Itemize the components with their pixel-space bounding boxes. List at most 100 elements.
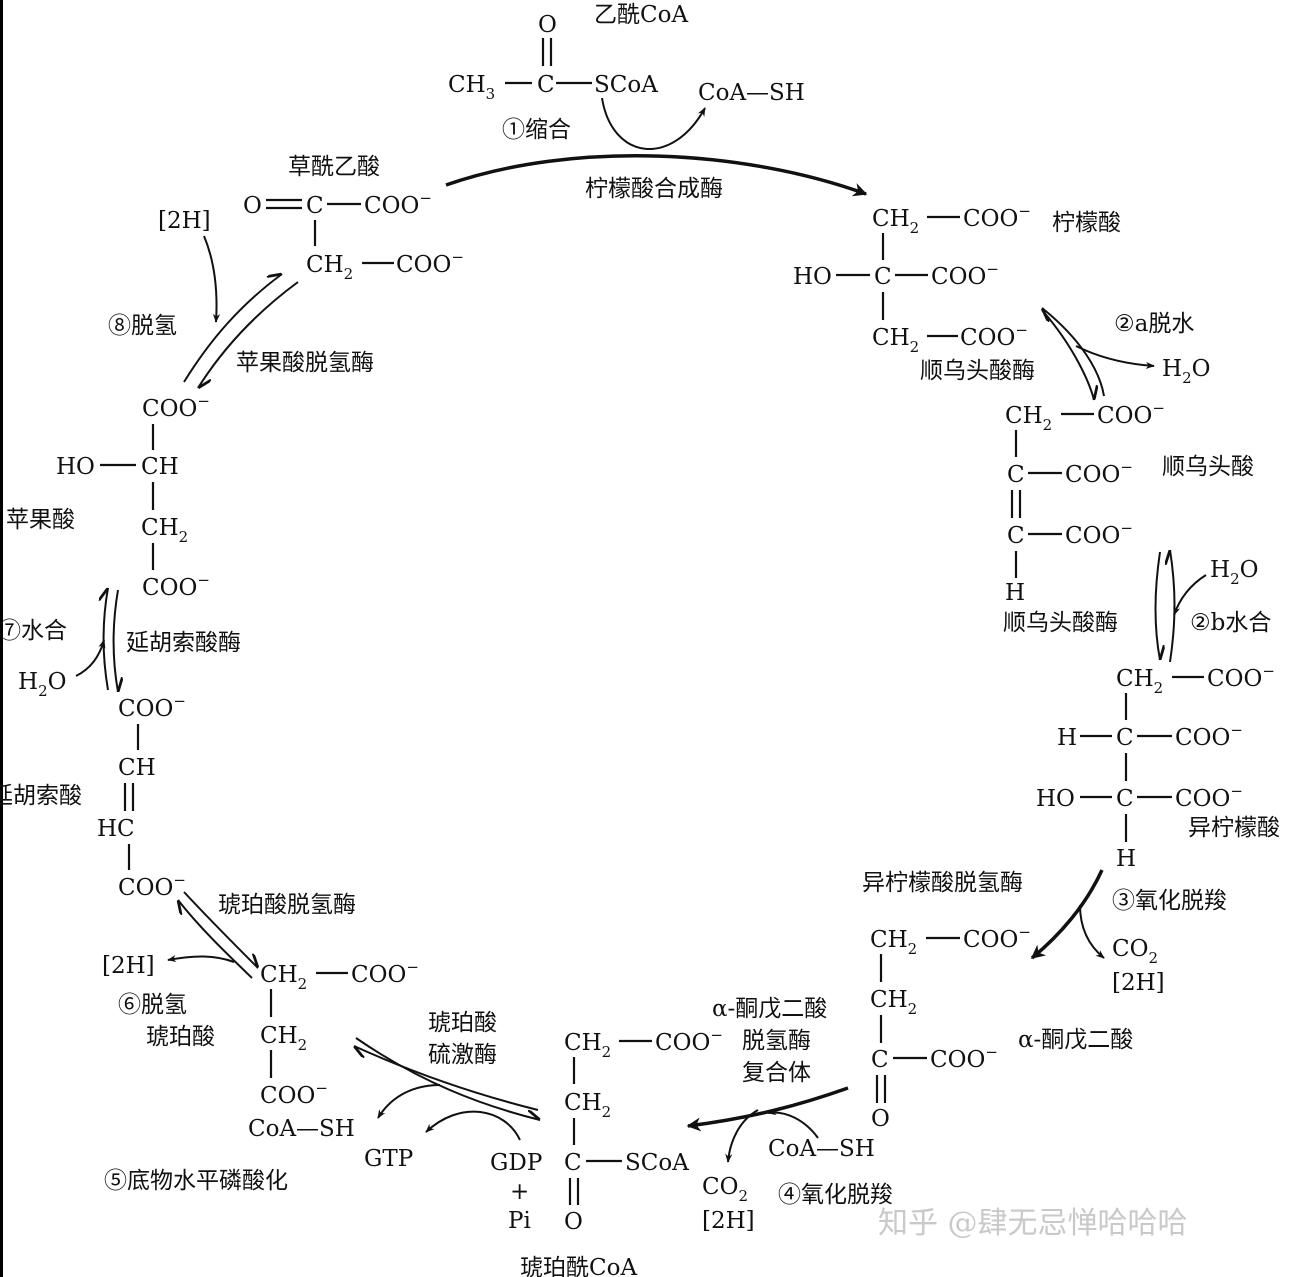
step6-h2-arrow <box>167 954 235 963</box>
step5-enzyme-line1: 琥珀酸 <box>428 1010 497 1036</box>
step8-2h: [2H] <box>158 208 211 234</box>
acetyl-coa-c: C <box>537 72 555 98</box>
oxaloacetate-name: 草酰乙酸 <box>288 154 380 180</box>
fumarate-coo-2: COO− <box>118 871 186 901</box>
acetyl-coa-ch3: CH3 <box>448 72 495 103</box>
step4-co2: CO2 <box>702 1174 748 1205</box>
acetyl-coa-name: 乙酰CoA <box>594 2 688 28</box>
step2a-arrow-forward <box>1041 309 1094 400</box>
step3-label: ③氧化脱羧 <box>1112 888 1227 914</box>
step5-coa-arrow <box>377 1084 441 1119</box>
isocitrate-name: 异柠檬酸 <box>1188 815 1280 841</box>
step6-label: ⑥脱氢 <box>118 992 187 1018</box>
succinate-name: 琥珀酸 <box>146 1024 215 1050</box>
step8-label: ⑧脱氢 <box>108 313 177 339</box>
isocitrate-h-2: H <box>1116 846 1136 872</box>
oxaloacetate-ch2: CH2 <box>306 252 353 283</box>
malate-ho: HO <box>56 454 95 480</box>
step5-arrow-forward <box>355 1037 540 1120</box>
cis-aconitate-h: H <box>1005 580 1025 606</box>
citrate-ch2-top: CH2 <box>872 206 919 237</box>
citrate-coo-1: COO− <box>963 202 1031 232</box>
succinyl-coa-o: O <box>564 1209 583 1235</box>
step1-main-arrow <box>445 154 868 197</box>
step8-enzyme: 苹果酸脱氢酶 <box>236 350 374 376</box>
watermark: 知乎 @肆无忌惮哈哈哈 <box>878 1206 1188 1241</box>
step5-enzyme-line2: 硫激酶 <box>428 1042 497 1068</box>
akg-coo-1: COO− <box>963 923 1031 953</box>
succinyl-coa-c: C <box>564 1150 582 1176</box>
isocitrate-coo-1: COO− <box>1207 662 1275 692</box>
succinate-coo-1: COO− <box>351 958 419 988</box>
step7-arrow-back <box>104 588 109 691</box>
step4-co2-arrow <box>725 1109 759 1163</box>
step2b-water: H2O <box>1210 557 1258 588</box>
step5-gtp-arrow <box>425 1110 521 1141</box>
step5-pi: Pi <box>508 1208 531 1234</box>
malate-ch2: CH2 <box>141 515 188 546</box>
fumarate-hc: HC <box>97 816 135 842</box>
step4-enzyme-line3: 复合体 <box>742 1060 811 1086</box>
citrate-name: 柠檬酸 <box>1052 210 1121 236</box>
step4-main-arrow <box>686 1086 849 1132</box>
succinyl-coa-coo: COO− <box>655 1026 723 1056</box>
oxaloacetate: 草酰乙酸 O C COO− CH2 COO− <box>243 154 464 283</box>
step4-coa-sh: CoA—SH <box>768 1136 875 1162</box>
fumarate-ch: CH <box>118 755 156 781</box>
akg-name: α-酮戊二酸 <box>1018 1027 1133 1053</box>
step8-arrow-back <box>197 281 299 388</box>
akg-c: C <box>871 1047 889 1073</box>
succinate-ch2-1: CH2 <box>260 962 307 993</box>
isocitrate-coo-2: COO− <box>1175 721 1243 751</box>
malate-ch: CH <box>141 454 179 480</box>
step3-side-arrow <box>1079 904 1105 959</box>
step1-label: ①缩合 <box>502 117 571 143</box>
step5-gdp: GDP <box>490 1150 542 1176</box>
acetyl-coa: O CH3 C SCoA 乙酰CoA <box>448 2 688 103</box>
cis-aconitate-coo-3: COO− <box>1065 519 1133 549</box>
step2b-label: ②b水合 <box>1190 610 1271 636</box>
step2a-arrow-back <box>1042 307 1105 397</box>
malate-coo-1: COO− <box>142 392 210 422</box>
isocitrate-coo-3: COO− <box>1175 782 1243 812</box>
cis-aconitate-coo-2: COO− <box>1065 458 1133 488</box>
succinyl-coa: CH2 COO− CH2 C SCoA O 琥珀酰CoA <box>520 1026 723 1277</box>
citrate-coo-3: COO− <box>960 321 1028 351</box>
cis-aconitate: CH2 COO− C COO− 顺乌头酸 C COO− H <box>1005 399 1254 606</box>
step4-2h: [2H] <box>702 1208 755 1234</box>
step6-enzyme: 琥珀酸脱氢酶 <box>218 892 356 918</box>
cis-aconitate-ch2: CH2 <box>1005 403 1052 434</box>
akg-coo-2: COO− <box>930 1043 998 1073</box>
acetyl-coa-o: O <box>538 12 557 38</box>
step2b-water-arrow <box>1173 574 1207 616</box>
oxaloacetate-c: C <box>306 193 324 219</box>
step3-2h: [2H] <box>1112 970 1165 996</box>
malate-name: 苹果酸 <box>6 507 75 533</box>
akg-o: O <box>871 1106 890 1132</box>
isocitrate-ch2: CH2 <box>1116 666 1163 697</box>
succinyl-coa-name: 琥珀酰CoA <box>520 1255 637 1277</box>
step6-arrow-back <box>178 899 253 979</box>
step7-enzyme: 延胡索酸酶 <box>126 630 241 656</box>
succinyl-coa-ch2-2: CH2 <box>564 1090 611 1121</box>
citrate-coo-2: COO− <box>931 260 999 290</box>
step3-co2: CO2 <box>1112 936 1158 967</box>
citrate-ho: HO <box>793 264 832 290</box>
citrate-ch2-bottom: CH2 <box>872 325 919 356</box>
step4-coa-arrow <box>767 1108 819 1139</box>
step5-plus: + <box>510 1179 529 1205</box>
alpha-ketoglutarate: CH2 COO− CH2 C COO− O α-酮戊二酸 <box>870 923 1133 1132</box>
malate-coo-2: COO− <box>142 571 210 601</box>
step5-label: ⑤底物水平磷酸化 <box>104 1168 288 1194</box>
step5-coa-sh: CoA—SH <box>248 1116 355 1142</box>
succinyl-coa-scoa: SCoA <box>625 1150 689 1176</box>
step7-label: ⑦水合 <box>0 618 67 644</box>
step4-enzyme-line2: 脱氢酶 <box>742 1028 811 1054</box>
step3-main-arrow <box>1030 869 1104 960</box>
fumarate-name: 延胡索酸 <box>0 783 82 809</box>
isocitrate-ho: HO <box>1036 786 1075 812</box>
step2a-water: H2O <box>1162 356 1210 387</box>
left-border <box>0 0 3 1277</box>
cis-aconitate-coo-1: COO− <box>1097 399 1165 429</box>
step4-enzyme-line1: α-酮戊二酸 <box>712 996 827 1022</box>
